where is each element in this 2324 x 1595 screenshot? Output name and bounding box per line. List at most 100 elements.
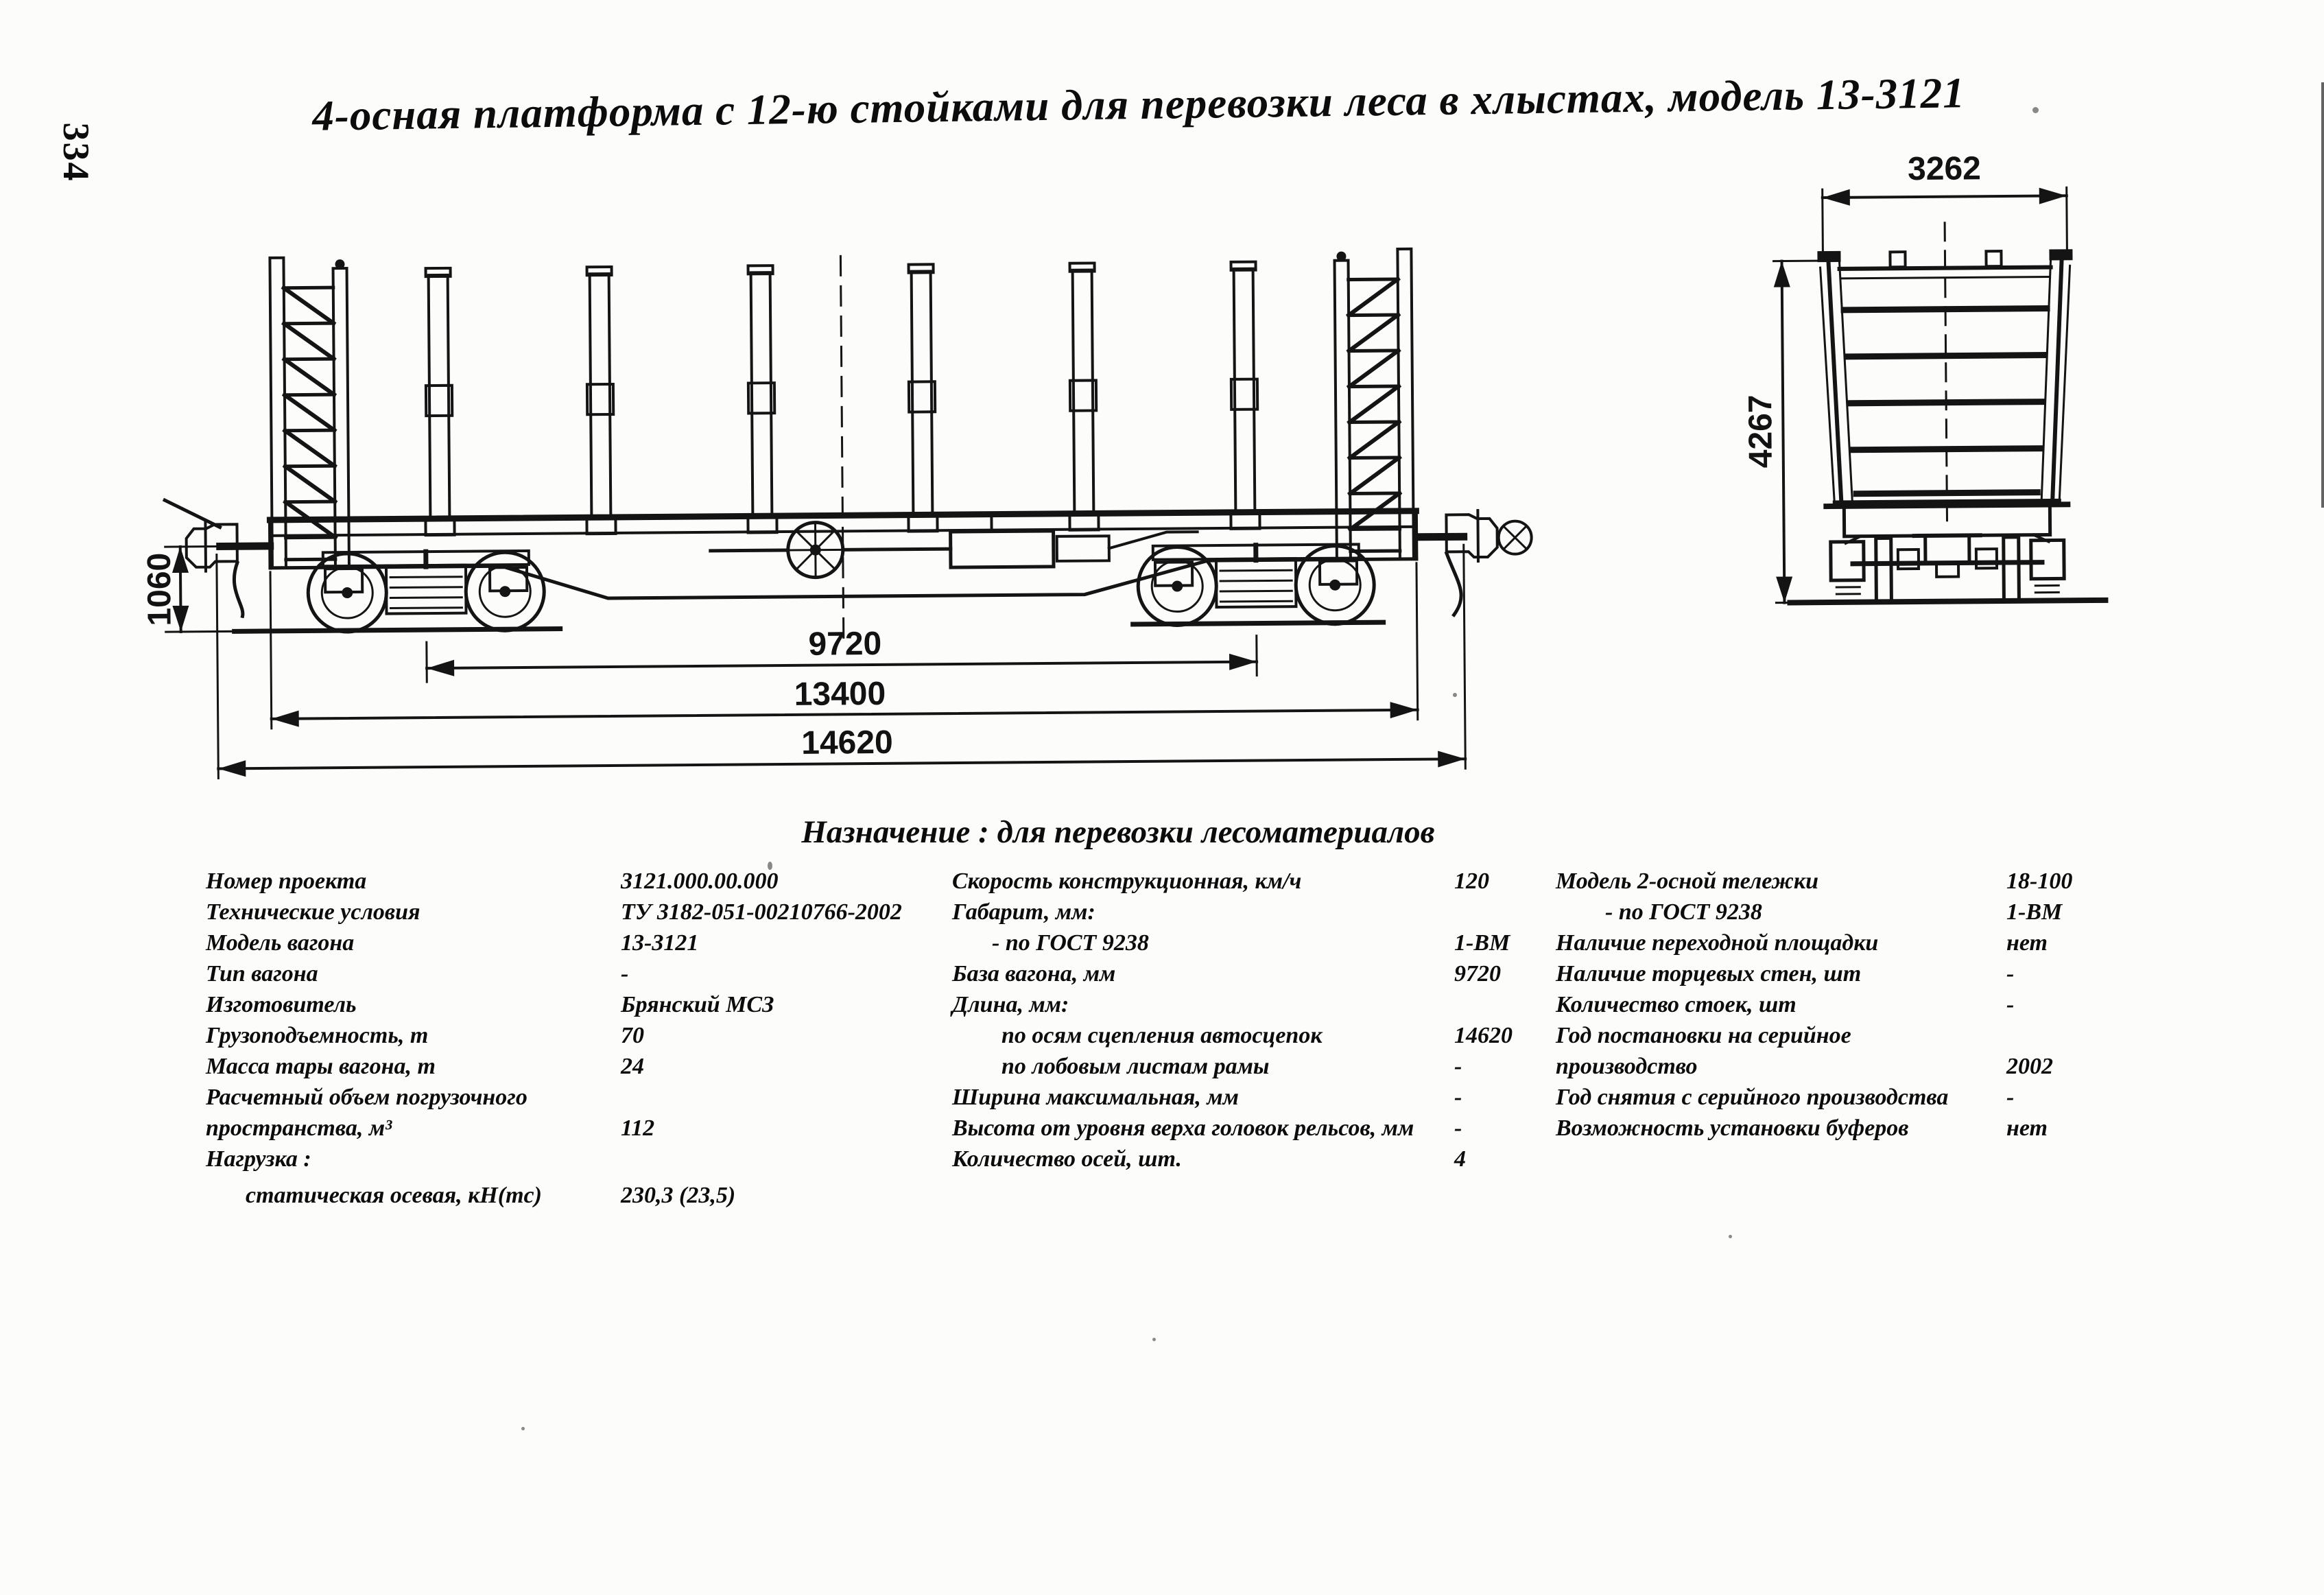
spec-value: - xyxy=(2006,961,2015,986)
side-stakes xyxy=(424,260,1261,537)
end-centerline xyxy=(1943,222,1949,522)
scan-speck xyxy=(768,862,772,870)
spec-row: Номер проекта 3121.000.00.000 xyxy=(206,866,947,897)
spec-label: Скорость конструкционная, км/ч xyxy=(952,869,1302,894)
spec-value: 1-ВМ xyxy=(1454,930,1510,956)
spec-label: статическая осевая, кН(тс) xyxy=(246,1183,542,1208)
rail-left xyxy=(232,626,563,634)
spec-label: Расчетный объем погрузочного xyxy=(206,1085,527,1110)
spec-value: нет xyxy=(2006,930,2048,956)
spec-label: Длина, мм: xyxy=(952,992,1069,1017)
spec-row: статическая осевая, кН(тс)230,3 (23,5) xyxy=(206,1180,947,1211)
spec-row: Тип вагона- xyxy=(206,958,947,989)
right-coupler xyxy=(1412,509,1533,617)
spec-row: Расчетный объем погрузочного xyxy=(206,1082,947,1113)
left-bogie xyxy=(306,549,546,634)
spec-label: Нагрузка : xyxy=(206,1146,311,1172)
spec-row: Количество стоек, шт- xyxy=(1556,989,2317,1020)
spec-value: нет xyxy=(2006,1115,2048,1141)
dim-label-frame-length: 13400 xyxy=(794,675,886,713)
spec-label: Наличие переходной площадки xyxy=(1556,930,1879,956)
spec-row: Наличие торцевых стен, шт- xyxy=(1556,958,2317,989)
spec-row: Ширина максимальная, мм - xyxy=(952,1082,1549,1113)
spec-label: База вагона, мм xyxy=(952,961,1116,986)
spec-value: - xyxy=(1454,1115,1462,1141)
spec-value: 4 xyxy=(1454,1146,1466,1172)
scan-edge-line xyxy=(2321,82,2324,508)
end-wheelset xyxy=(1829,533,2066,604)
dim-label-end-width: 3262 xyxy=(1907,150,1982,188)
spec-row: Нагрузка : xyxy=(206,1144,947,1174)
spec-row: Масса тары вагона, т 24 xyxy=(206,1051,947,1082)
spec-row: Грузоподъемность, т 70 xyxy=(206,1020,947,1051)
dim-label-coupler-length: 14620 xyxy=(801,724,893,761)
spec-column-1: Номер проекта 3121.000.00.000 Технические… xyxy=(206,866,947,1211)
spec-label: производство xyxy=(1556,1054,1698,1079)
spec-value: - xyxy=(621,961,629,986)
spec-value: ТУ 3182-051-00210766-2002 xyxy=(621,899,902,925)
spec-value: 120 xyxy=(1454,869,1489,894)
spec-label: Ширина максимальная, мм xyxy=(952,1085,1239,1110)
spec-row: Год снятия с серийного производства - xyxy=(1556,1082,2317,1113)
brake-rigging xyxy=(709,512,1199,580)
spec-value: 18-100 xyxy=(2006,869,2073,894)
spec-row: Габарит, мм: xyxy=(952,897,1549,928)
spec-row: Год постановки на серийное xyxy=(1556,1020,2317,1051)
spec-value: - xyxy=(1454,1054,1462,1079)
spec-label: Номер проекта xyxy=(206,869,367,894)
spec-value: 13-3121 xyxy=(621,930,699,956)
dim-label-end-height: 4267 xyxy=(1742,394,1779,469)
spec-label: Изготовитель xyxy=(206,992,357,1017)
spec-label: - по ГОСТ 9238 xyxy=(992,930,1149,956)
end-coupler xyxy=(1912,533,1982,578)
end-view-flatcar xyxy=(1772,186,2109,606)
spec-row: - по ГОСТ 9238 1-ВМ xyxy=(952,928,1549,958)
spec-label: Количество стоек, шт xyxy=(1556,992,1797,1017)
spec-row: Скорость конструкционная, км/ч 120 xyxy=(952,866,1549,897)
spec-value: 1-ВМ xyxy=(2006,899,2063,925)
spec-value: - xyxy=(1454,1085,1462,1110)
spec-label: Масса тары вагона, т xyxy=(206,1054,436,1079)
spec-value: - xyxy=(2006,1085,2015,1110)
right-end-frame xyxy=(1333,247,1415,561)
spec-label: - по ГОСТ 9238 xyxy=(1605,899,1762,925)
dim-line-14620 xyxy=(215,543,1467,780)
spec-value: 24 xyxy=(621,1054,644,1079)
spec-row: Технические условия ТУ 3182-051-00210766-… xyxy=(206,897,947,928)
spec-label: пространства, м³ xyxy=(206,1115,392,1141)
spec-row: Количество осей, шт. 4 xyxy=(952,1144,1549,1174)
side-view-flatcar xyxy=(162,247,1533,780)
spec-label: Возможность установки буферов xyxy=(1556,1115,1909,1141)
purpose-line: Назначение : для перевозки лесоматериало… xyxy=(801,814,1435,850)
spec-label: по лобовым листам рамы xyxy=(1001,1054,1270,1079)
spec-row: Наличие переходной площадки нет xyxy=(1556,928,2317,958)
spec-row: Длина, мм: xyxy=(952,989,1549,1020)
spec-value: 70 xyxy=(621,1023,644,1048)
spec-label: Год снятия с серийного производства xyxy=(1556,1085,1949,1110)
rail-right xyxy=(1130,619,1386,627)
spec-label: Количество осей, шт. xyxy=(952,1146,1182,1172)
end-frame xyxy=(1817,249,2073,504)
spec-row: Высота от уровня верха головок рельсов, … xyxy=(952,1113,1549,1144)
spec-label: Высота от уровня верха головок рельсов, … xyxy=(952,1115,1414,1141)
spec-label: Грузоподъемность, т xyxy=(206,1023,429,1048)
dim-line-9720 xyxy=(425,635,1259,683)
dim-label-coupler-height: 1060 xyxy=(141,552,178,626)
dim-line-3262 xyxy=(1821,186,2068,258)
spec-label: Технические условия xyxy=(206,899,420,925)
scan-speck xyxy=(2032,107,2039,113)
spec-column-2: Скорость конструкционная, км/ч 120 Габари… xyxy=(952,866,1549,1174)
spec-label: по осям сцепления автосцепок xyxy=(1001,1023,1323,1048)
spec-row: - по ГОСТ 9238 1-ВМ xyxy=(1556,897,2317,928)
spec-value: 3121.000.00.000 xyxy=(621,869,779,894)
right-bogie xyxy=(1136,543,1376,628)
dim-label-bogie-base: 9720 xyxy=(808,625,882,663)
